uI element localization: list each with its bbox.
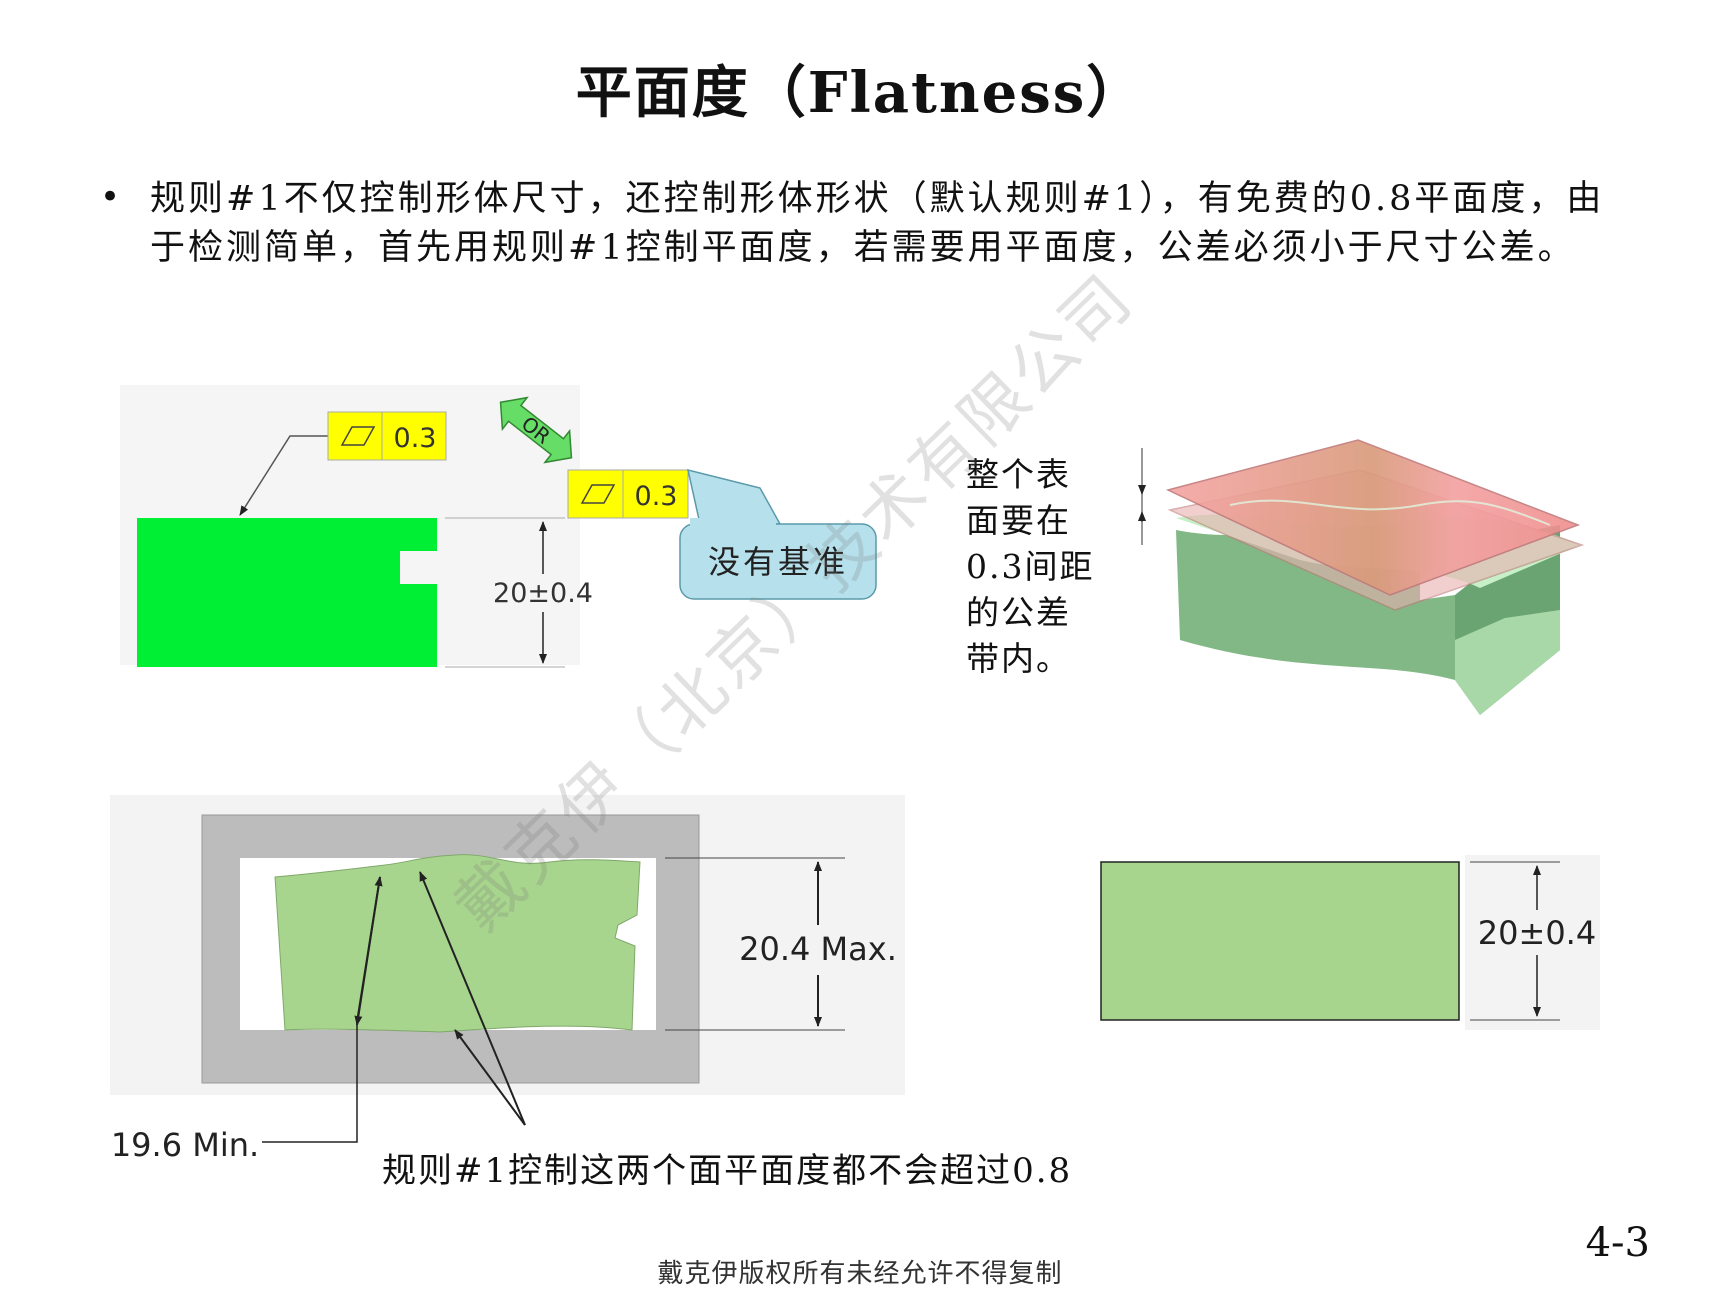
fcf-2-value: 0.3 — [635, 481, 678, 512]
figure-4-rectangle: 20±0.4 — [1100, 855, 1600, 1030]
flatness-symbol-icon — [580, 484, 616, 504]
callout-text: 没有基准 — [708, 543, 848, 581]
figure-3-envelope: 20.4 Max. 19.6 Min. — [110, 795, 905, 1164]
fig4-dim-background — [1465, 855, 1600, 1030]
page-number: 4-3 — [1585, 1220, 1650, 1266]
fcf-1 — [327, 411, 447, 461]
fig2-note-line: 带内。 — [966, 639, 1071, 678]
fig3-min-arrow-down — [354, 876, 381, 1026]
fig2-wavy-surface — [1229, 499, 1551, 526]
flatness-symbol-icon — [340, 426, 376, 446]
fig2-note-line: 0.3间距 — [966, 547, 1095, 586]
fig3-max-label: 20.4 Max. — [739, 930, 897, 968]
fig2-note-line: 面要在 — [966, 501, 1071, 540]
callout-pointer — [687, 468, 782, 525]
fig2-note: 整个表 面要在 0.3间距 的公差 带内。 — [966, 452, 1094, 682]
fcf-1-value: 0.3 — [394, 423, 437, 454]
copyright-footer: 戴克伊版权所有未经允许不得复制 — [657, 1259, 1063, 1289]
fig3-min-leader — [262, 1022, 358, 1143]
fig2-note-line: 的公差 — [966, 593, 1071, 632]
fig4-dimension: 20±0.4 — [1478, 914, 1596, 952]
fig2-upper-plane — [1165, 439, 1581, 596]
fig3-caption-arrow-bottom — [454, 1029, 526, 1126]
bullet-text: 规则#1不仅控制形体尺寸，还控制形体形状（默认规则#1），有免费的0.8平面度，… — [150, 179, 1605, 268]
fig1-green-part — [137, 518, 437, 667]
fig3-green-part — [274, 854, 641, 1033]
callout-bubble — [679, 523, 877, 600]
fig3-caption-arrow-top — [419, 871, 526, 1126]
fig2-note-line: 整个表 — [966, 455, 1071, 494]
figure-1-part-drawing: 0.3 OR 0.3 20±0.4 没有基准 — [120, 385, 877, 668]
callout-joint — [690, 518, 776, 528]
fcf-2 — [567, 469, 689, 519]
fig4-green-rect — [1100, 861, 1460, 1021]
page-title: 平面度（Flatness） — [575, 60, 1145, 126]
fig2-block-step — [1455, 610, 1560, 715]
fig3-min-label: 19.6 Min. — [111, 1126, 259, 1164]
fig1-leader-line — [239, 435, 330, 516]
bullet-dot-icon: • — [100, 177, 121, 217]
fig1-dimension: 20±0.4 — [493, 578, 593, 609]
fig3-caption: 规则#1控制这两个面平面度都不会超过0.8 — [382, 1151, 1073, 1191]
figure-2-3d-block — [1138, 439, 1585, 715]
